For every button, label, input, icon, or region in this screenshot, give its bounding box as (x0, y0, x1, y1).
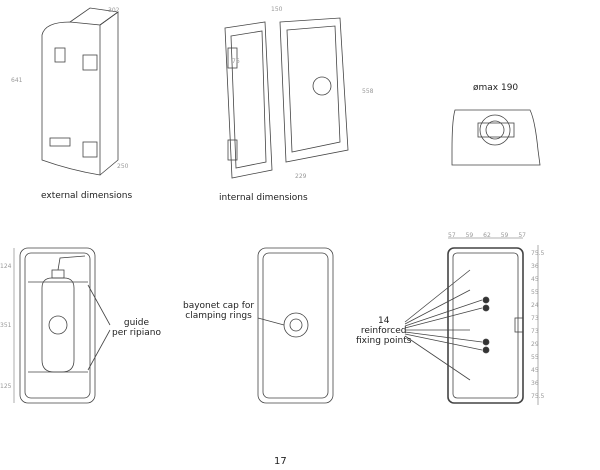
callout-line: 14 (377, 316, 390, 326)
front-view-fixing (404, 237, 539, 405)
external-dimensions-caption: external dimensions (41, 191, 133, 201)
fixing-points-callout: 14 reinforced fixing points (356, 316, 411, 346)
internal-dimensions-caption: internal dimensions (219, 193, 308, 203)
page-number: 17 (274, 456, 287, 467)
fixing-side-dims: 75.5 36 45 55 24 73 73 29 55 45 36 75.5 (531, 250, 544, 400)
dim: 36 (531, 263, 539, 270)
dim: 75.5 (531, 393, 545, 400)
callout-line: bayonet cap for (183, 301, 255, 311)
dim-124: 124 (0, 263, 12, 270)
callout-line: per ripiano (112, 328, 161, 338)
internal-depth-dim: 229 (295, 173, 307, 180)
top-view-drawing (451, 109, 541, 166)
dim: 62 (483, 232, 491, 239)
dim: 45 (531, 367, 539, 374)
dim: 73 (531, 315, 539, 322)
callout-line: guide (123, 318, 150, 328)
front-view-extinguisher (13, 247, 111, 404)
external-height-dim: 641 (11, 77, 23, 84)
bayonet-callout: bayonet cap for clamping rings (183, 301, 254, 321)
max-diameter-label: ømax 190 (473, 83, 519, 93)
internal-door-dim: 76 (232, 58, 240, 65)
dim: 57 (518, 232, 526, 239)
external-depth-dim: 250 (117, 163, 129, 170)
dim: 24 (531, 302, 539, 309)
external-box-drawing (41, 7, 120, 176)
front-view-bayonet (257, 247, 334, 404)
callout-line: reinforced (360, 326, 407, 336)
dim: 73 (531, 328, 539, 335)
dim-351: 351 (0, 322, 12, 329)
guide-callout: guide per ripiano (112, 318, 161, 338)
internal-width-dim: 150 (271, 6, 283, 13)
dim: 59 (500, 232, 509, 239)
dim: 45 (531, 276, 539, 283)
dim: 55 (531, 354, 539, 361)
callout-line: fixing points (356, 336, 412, 346)
internal-box-drawing (224, 17, 349, 179)
dim: 57 (448, 232, 456, 239)
internal-height-dim: 558 (362, 88, 374, 95)
callout-line: clamping rings (185, 311, 252, 321)
dim: 55 (531, 289, 539, 296)
dim: 75.5 (531, 250, 545, 257)
dim: 59 (465, 232, 474, 239)
dim: 36 (531, 380, 539, 387)
dim-125: 125 (0, 383, 12, 390)
fixing-top-dims: 57 59 62 59 57 (448, 232, 526, 239)
external-width-dim: 302 (108, 7, 120, 14)
dim: 29 (531, 341, 539, 348)
